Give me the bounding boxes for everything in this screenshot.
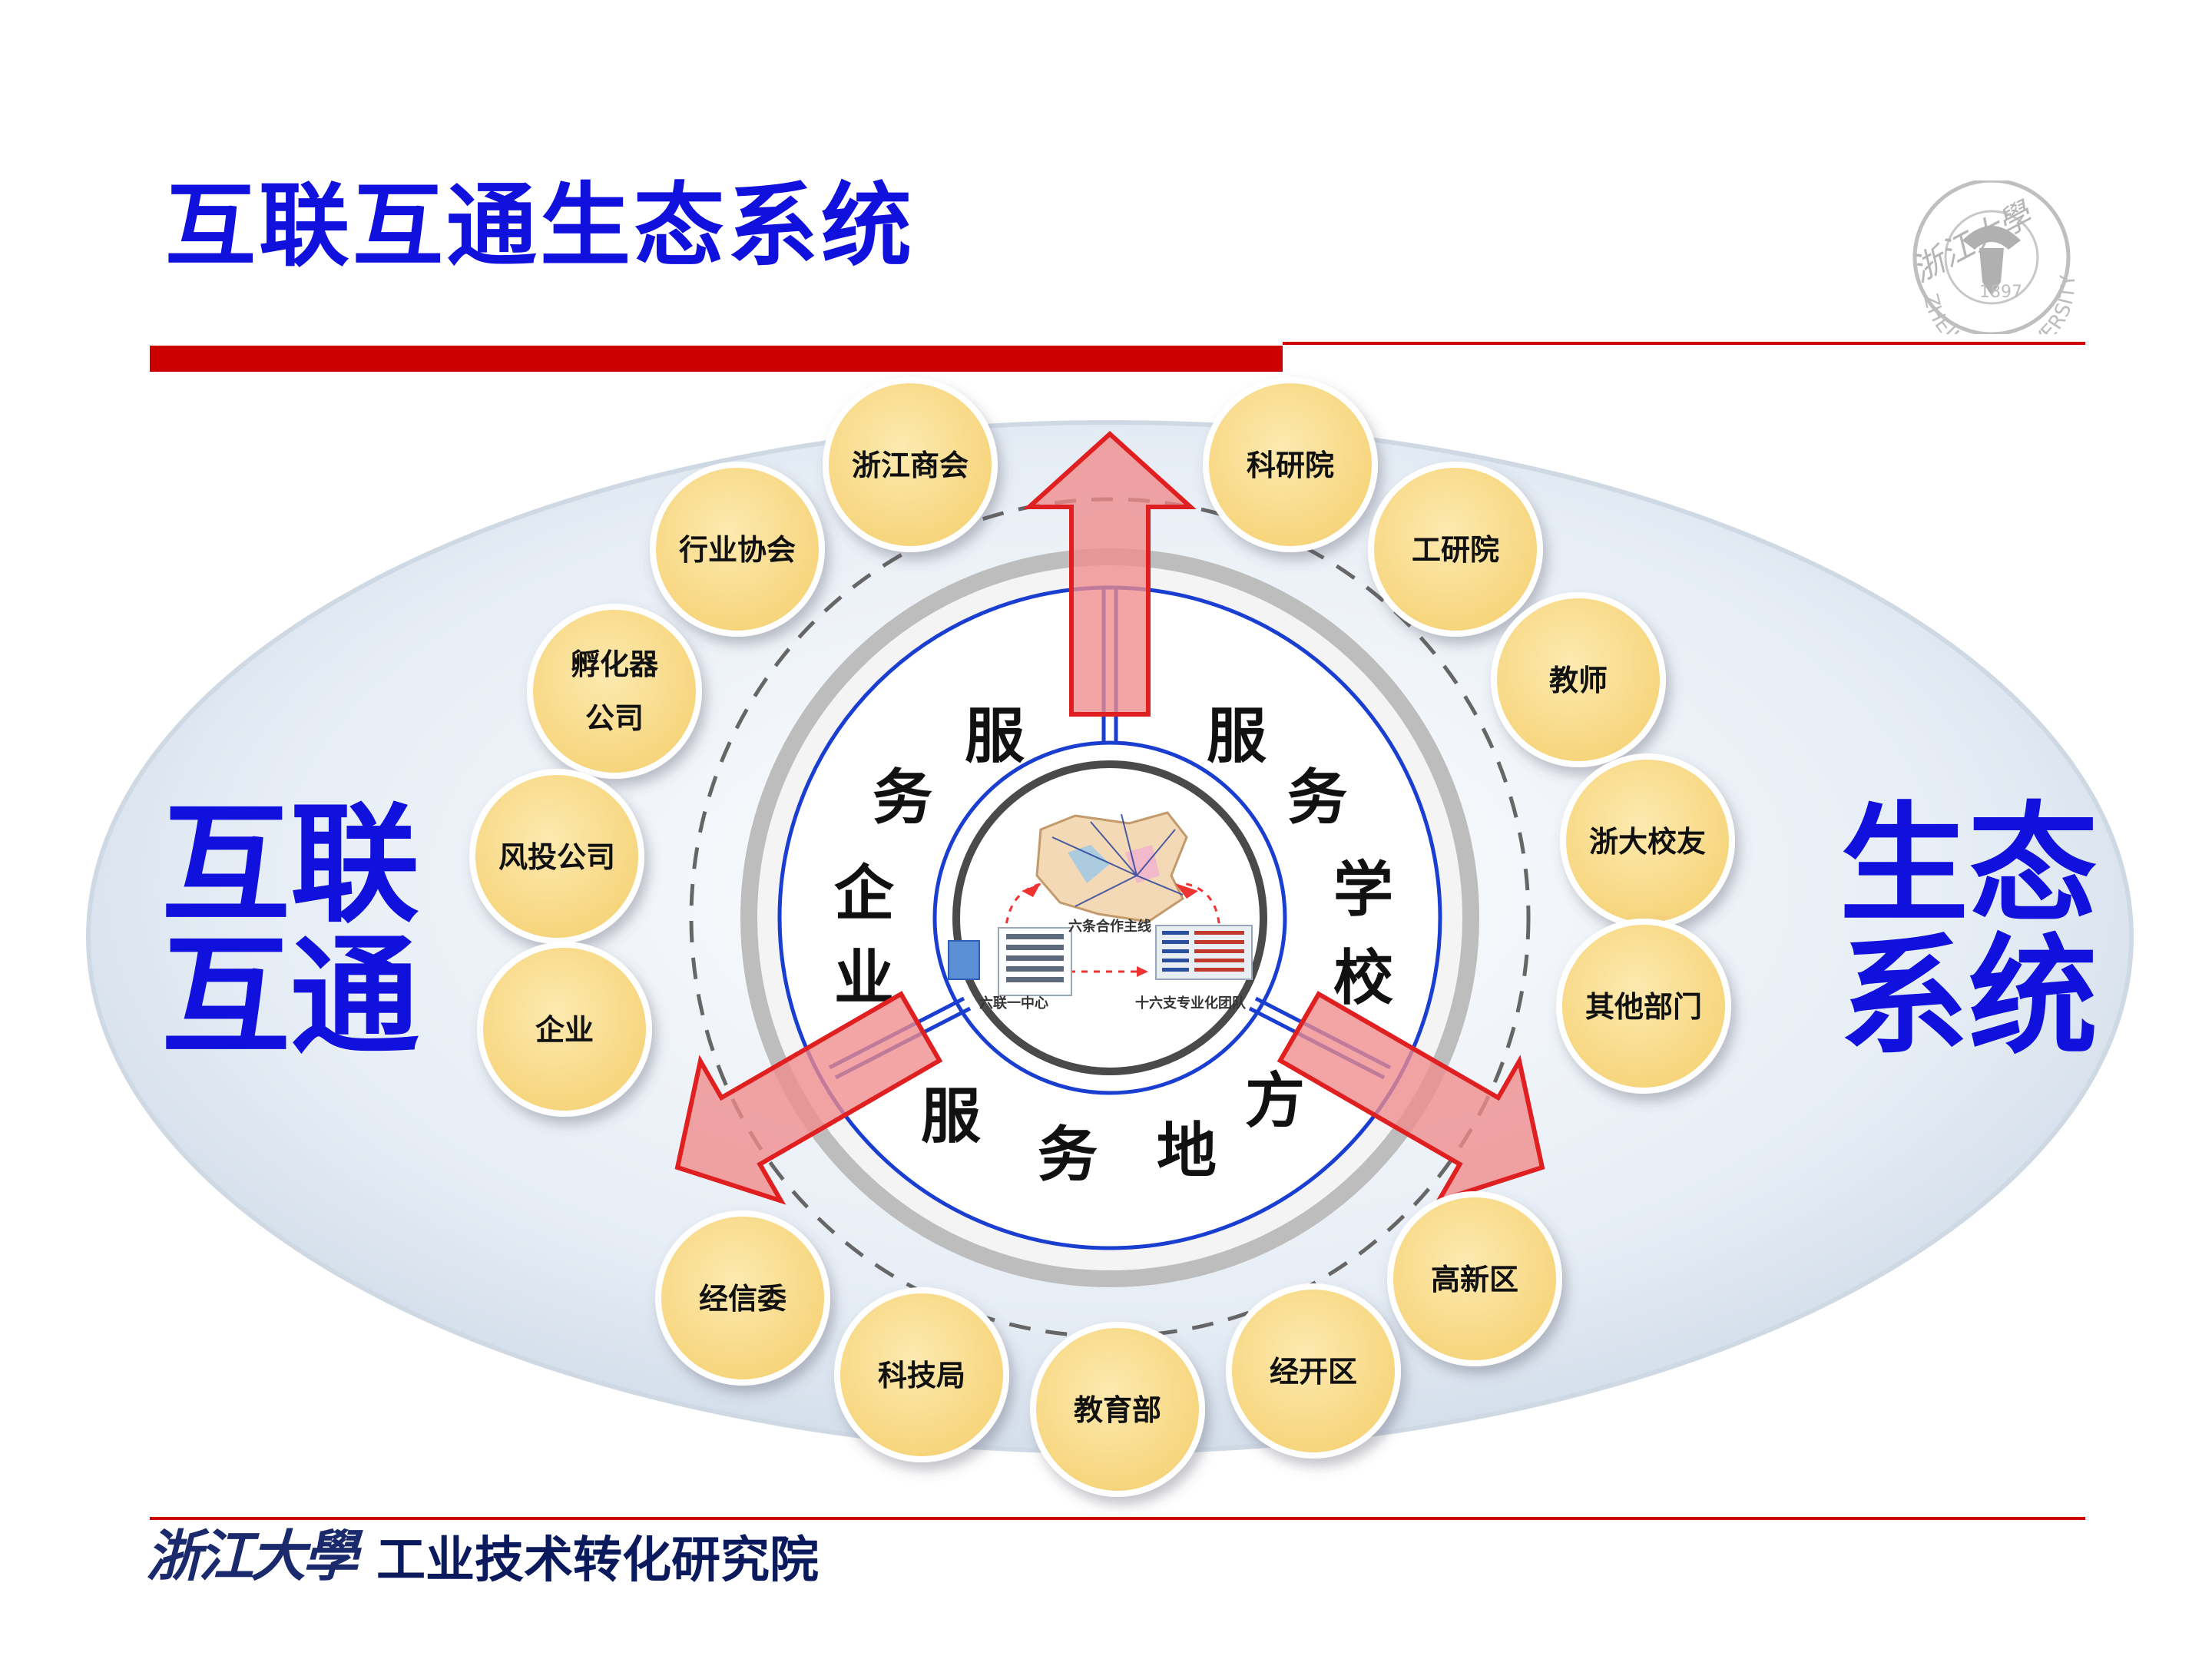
left-heading-line-2: 互通 [161, 922, 419, 1072]
node-label: 行业协会 [679, 533, 796, 567]
node-10: 其他部门 [1556, 919, 1731, 1094]
main-line-label: 六条合作主线 [1068, 918, 1151, 935]
node-label: 教师 [1549, 664, 1608, 697]
node-label: 科研院 [1247, 449, 1334, 482]
page-title: 互联互通生态系统 [165, 173, 916, 279]
right-heading-line-1: 生态 [1839, 790, 2098, 940]
node-circle [1030, 1322, 1205, 1497]
logo-year: 1897 [1979, 283, 2022, 302]
node-label: 风投公司 [498, 840, 615, 874]
node-12: 科技局 [834, 1287, 1009, 1462]
node-circle [1387, 1191, 1562, 1366]
node-circle [1203, 377, 1378, 552]
service-char-local-2: 务 [1038, 1121, 1098, 1190]
node-circle [1226, 1283, 1401, 1459]
node-circle [477, 942, 652, 1117]
node-label: 企业 [535, 1013, 594, 1047]
title-underline-thick [150, 346, 1283, 372]
node-14: 经开区 [1226, 1283, 1401, 1459]
node-label: 经开区 [1270, 1355, 1357, 1389]
node-15: 高新区 [1387, 1191, 1562, 1366]
node-label: 教育部 [1074, 1393, 1161, 1427]
node-9: 浙大校友 [1560, 753, 1735, 929]
node-7: 工研院 [1368, 462, 1543, 637]
service-char-school-2: 务 [1287, 763, 1347, 833]
node-circle [1368, 462, 1543, 637]
node-circle [823, 377, 998, 552]
left-heading-line-1: 互联 [161, 790, 419, 940]
title-underline-thin [1283, 342, 2085, 345]
service-labels: 务 服 企 业 服 务 学 校 服 务 地 方 [834, 702, 1393, 1190]
center-label: 六联一中心 [979, 995, 1048, 1012]
node-circle [1556, 919, 1731, 1094]
left-heading: 互联 互通 [161, 790, 419, 1072]
node-label: 孵化器 [571, 647, 659, 681]
right-heading-line-2: 系统 [1839, 922, 2098, 1072]
university-logo: 浙江大學 1897 ZHEJIANG UNIVERSITY [1906, 180, 2080, 334]
node-label: 科技局 [878, 1359, 965, 1392]
node-11: 经信委 [655, 1210, 830, 1386]
node-4: 风投公司 [469, 769, 644, 944]
node-label: 浙大校友 [1589, 825, 1706, 859]
local-char-2: 方 [1245, 1067, 1305, 1136]
footer-institute: 工业技术转化研究院 [376, 1532, 819, 1589]
node-circle [650, 462, 825, 637]
node-label: 公司 [585, 701, 644, 735]
enterprise-char-1: 企 [834, 859, 895, 929]
right-heading: 生态 系统 [1839, 790, 2098, 1072]
service-char-enterprise-1: 务 [873, 763, 932, 833]
node-5: 企业 [477, 942, 652, 1117]
footer-calligraphy: 浙江大學 [146, 1523, 358, 1588]
arrow-up [1023, 430, 1197, 717]
node-circle [834, 1287, 1009, 1462]
node-label: 浙江商会 [852, 449, 969, 482]
node-label: 工研院 [1412, 533, 1499, 567]
node-circle [527, 604, 702, 779]
arrow-down-right [1277, 991, 1545, 1205]
center-map-graphic: 六条合作主线 六联一中心 十六支专业化团队 [948, 811, 1253, 1012]
footer-line [150, 1517, 2085, 1520]
node-circle [1491, 592, 1666, 767]
service-char-enterprise-2: 服 [965, 702, 1025, 771]
node-1: 浙江商会 [823, 377, 998, 552]
node-circle [655, 1210, 830, 1386]
eagle-icon [1962, 226, 2021, 296]
node-2: 行业协会 [650, 462, 825, 637]
node-label: 高新区 [1431, 1263, 1518, 1296]
service-char-local-1: 服 [921, 1082, 981, 1151]
local-char-1: 地 [1157, 1117, 1217, 1186]
teams-label: 十六支专业化团队 [1135, 995, 1247, 1012]
service-char-school-1: 服 [1207, 702, 1267, 771]
arrows [674, 430, 1545, 1205]
china-map-shape [1035, 811, 1188, 923]
node-label: 其他部门 [1585, 990, 1702, 1024]
node-6: 科研院 [1203, 377, 1378, 552]
arrow-down-left [674, 991, 943, 1205]
node-8: 教师 [1491, 592, 1666, 767]
school-char-2: 校 [1333, 944, 1393, 1013]
node-13: 教育部 [1030, 1322, 1205, 1497]
school-char-1: 学 [1333, 856, 1393, 925]
node-label: 经信委 [699, 1282, 786, 1316]
node-circle [469, 769, 644, 944]
